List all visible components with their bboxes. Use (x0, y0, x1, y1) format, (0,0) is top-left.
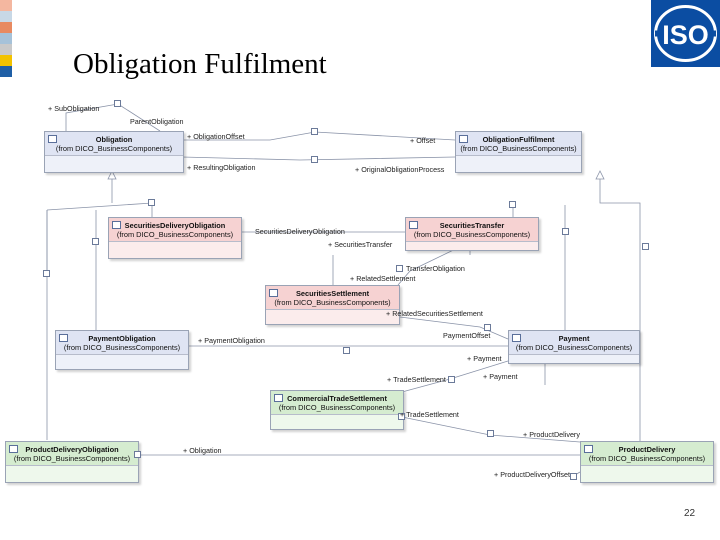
corner-square-5 (0, 44, 12, 55)
role-payment-obligation: + PaymentObligation (198, 336, 265, 345)
class-name: CommercialTradeSettlement (287, 394, 387, 403)
logo-text: ISO (662, 20, 709, 50)
slide-title: Obligation Fulfilment (73, 48, 327, 80)
class-name: SecuritiesSettlement (295, 289, 370, 298)
class-icon (274, 394, 283, 402)
role-parent-obligation: ParentObligation (130, 117, 184, 126)
association-marker (398, 413, 405, 420)
role-offset: + Offset (410, 136, 436, 145)
class-name: Payment (558, 334, 590, 343)
role-payment-a: + Payment (467, 354, 502, 363)
class-product-delivery[interactable]: ProductDelivery(from DICO_BusinessCompon… (580, 441, 714, 483)
corner-square-4 (0, 33, 12, 44)
association-marker (148, 199, 155, 206)
role-trade-settlement-b: + TradeSettlement (400, 410, 459, 419)
role-sub-obligation: + SubObligation (48, 104, 100, 113)
class-package: (from DICO_BusinessComponents) (515, 343, 633, 352)
association-marker (396, 265, 403, 272)
association-marker (487, 430, 494, 437)
association-marker (114, 100, 121, 107)
association-marker (509, 201, 516, 208)
class-icon (269, 289, 278, 297)
role-obligation-offset: + ObligationOffset (187, 132, 245, 141)
role-original-obligation-process: + OriginalObligationProcess (355, 165, 445, 174)
association-marker (43, 270, 50, 277)
class-icon (112, 221, 121, 229)
role-securities-delivery-obligation: SecuritiesDeliveryObligation (255, 227, 345, 236)
role-product-delivery-offset: + ProductDeliveryOffset (494, 470, 570, 479)
class-icon (48, 135, 57, 143)
association-marker (311, 156, 318, 163)
class-name: ProductDeliveryObligation (25, 445, 119, 454)
class-payment-obligation[interactable]: PaymentObligation(from DICO_BusinessComp… (55, 330, 189, 370)
class-package: (from DICO_BusinessComponents) (116, 230, 234, 239)
class-product-delivery-obligation[interactable]: ProductDeliveryObligation(from DICO_Busi… (5, 441, 139, 483)
class-name: SecuritiesDeliveryObligation (124, 221, 226, 230)
page-number: 22 (684, 508, 696, 519)
corner-square-3 (0, 22, 12, 33)
association-marker (448, 376, 455, 383)
class-icon (59, 334, 68, 342)
class-securities-delivery-obligation[interactable]: SecuritiesDeliveryObligation(from DICO_B… (108, 217, 242, 259)
association-marker (343, 347, 350, 354)
role-transfer-obligation: TransferObligation (406, 264, 465, 273)
class-payment[interactable]: Payment(from DICO_BusinessComponents) (508, 330, 640, 364)
class-package: (from DICO_BusinessComponents) (413, 230, 531, 239)
association-marker (92, 238, 99, 245)
class-name: SecuritiesTransfer (439, 221, 505, 230)
association-marker (562, 228, 569, 235)
corner-square-7 (0, 66, 12, 77)
class-icon (584, 445, 593, 453)
association-marker (484, 324, 491, 331)
class-package: (from DICO_BusinessComponents) (460, 144, 577, 153)
class-obligation[interactable]: Obligation(from DICO_BusinessComponents) (44, 131, 184, 173)
iso-logo: ISO (651, 0, 720, 67)
class-package: (from DICO_BusinessComponents) (588, 454, 706, 463)
class-package: (from DICO_BusinessComponents) (274, 298, 391, 307)
class-icon (409, 221, 418, 229)
class-obligation-fulfilment[interactable]: ObligationFulfilment(from DICO_BusinessC… (455, 131, 582, 173)
class-package: (from DICO_BusinessComponents) (13, 454, 131, 463)
class-package: (from DICO_BusinessComponents) (63, 343, 181, 352)
role-trade-settlement-a: + TradeSettlement (387, 375, 446, 384)
association-marker (642, 243, 649, 250)
association-marker (570, 473, 577, 480)
role-related-settlement: + RelatedSettlement (350, 274, 416, 283)
role-obligation: + Obligation (183, 446, 222, 455)
class-name: PaymentObligation (88, 334, 156, 343)
role-resulting-obligation: + ResultingObligation (187, 163, 256, 172)
class-name: ObligationFulfilment (482, 135, 555, 144)
class-securities-settlement[interactable]: SecuritiesSettlement(from DICO_BusinessC… (265, 285, 400, 325)
class-name: Obligation (95, 135, 133, 144)
class-name: ProductDelivery (618, 445, 676, 454)
corner-square-1 (0, 0, 12, 11)
class-icon (9, 445, 18, 453)
class-icon (512, 334, 521, 342)
corner-square-2 (0, 11, 12, 22)
class-securities-transfer[interactable]: SecuritiesTransfer(from DICO_BusinessCom… (405, 217, 539, 251)
role-payment-offset: PaymentOffset (443, 331, 491, 340)
class-commercial-trade-settlement[interactable]: CommercialTradeSettlement(from DICO_Busi… (270, 390, 404, 430)
class-package: (from DICO_BusinessComponents) (278, 403, 396, 412)
uml-class-diagram: Obligation(from DICO_BusinessComponents)… (0, 95, 720, 490)
association-marker (134, 451, 141, 458)
role-product-delivery: + ProductDelivery (523, 430, 580, 439)
class-package: (from DICO_BusinessComponents) (55, 144, 173, 153)
role-payment-b: + Payment (483, 372, 518, 381)
class-icon (459, 135, 468, 143)
association-marker (311, 128, 318, 135)
corner-square-6 (0, 55, 12, 66)
role-related-securities-settlement: + RelatedSecuritiesSettlement (386, 309, 483, 318)
role-securities-transfer: + SecuritiesTransfer (328, 240, 393, 249)
